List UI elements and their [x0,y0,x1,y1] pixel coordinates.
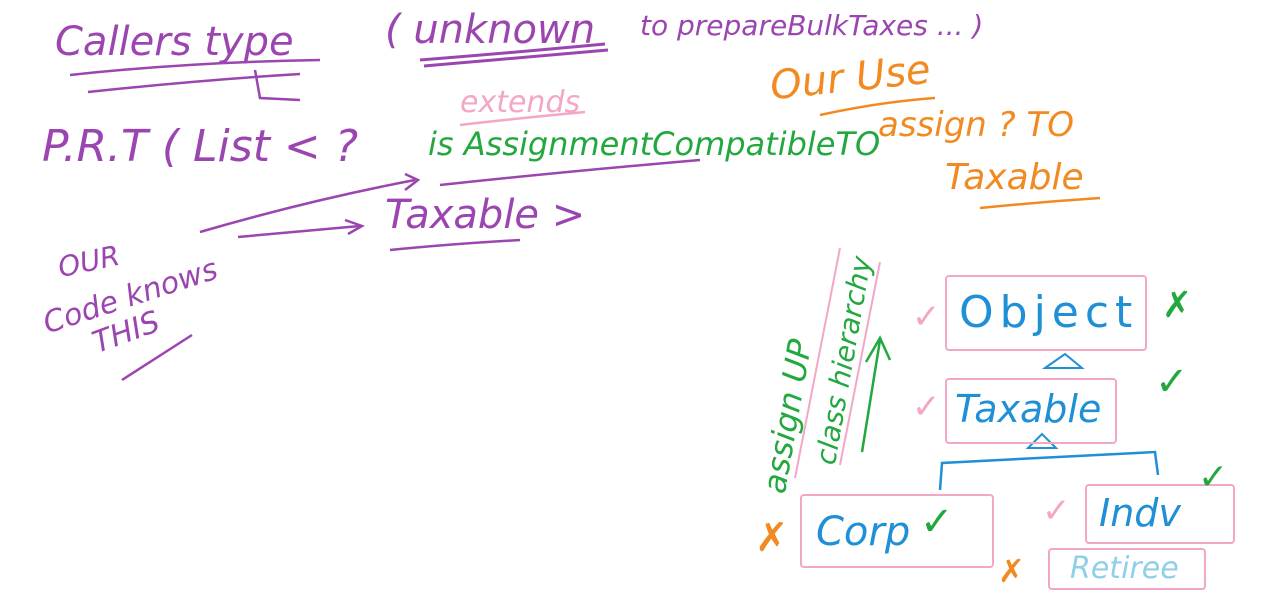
corp-label: Corp [816,509,911,555]
retiree-cross-mark: ✗ [998,552,1025,590]
callers-type-note: Callers type [55,19,294,65]
retiree-box: Retiree [1048,548,1206,590]
indv-label: Indv [1099,491,1181,535]
assign-to-note: assign ? TO [878,105,1075,145]
object-label: Object [959,287,1139,338]
corp-check-mark: ✓ [920,499,954,545]
taxable-orange-note: Taxable [945,157,1084,198]
extends-note: extends [460,85,581,120]
taxable-box: Taxable [945,378,1117,444]
taxable-label: Taxable [955,387,1102,431]
retiree-label: Retiree [1070,551,1179,586]
taxable-check-mark: ✓ [912,387,941,427]
prepare-bulk-taxes-note: to prepareBulkTaxes ... ) [640,9,984,42]
indv-pink-check: ✓ [1042,491,1071,531]
corp-cross-mark: ✗ [755,515,789,561]
indv-green-check: ✓ [1198,457,1229,498]
taxable-generic-note: Taxable > [385,192,586,238]
indv-box: Indv [1085,484,1235,544]
unknown-note: ( unknown [385,7,596,53]
taxable-green-check: ✓ [1155,359,1189,405]
corp-box: Corp [800,494,994,568]
object-check-mark: ✓ [912,297,941,337]
is-assignment-compatible-note: is AssignmentCompatibleTO [428,125,881,163]
object-cross-mark: ✗ [1162,285,1193,326]
prt-signature-note: P.R.T ( List < ? [42,121,359,172]
object-box: Object [945,275,1147,351]
